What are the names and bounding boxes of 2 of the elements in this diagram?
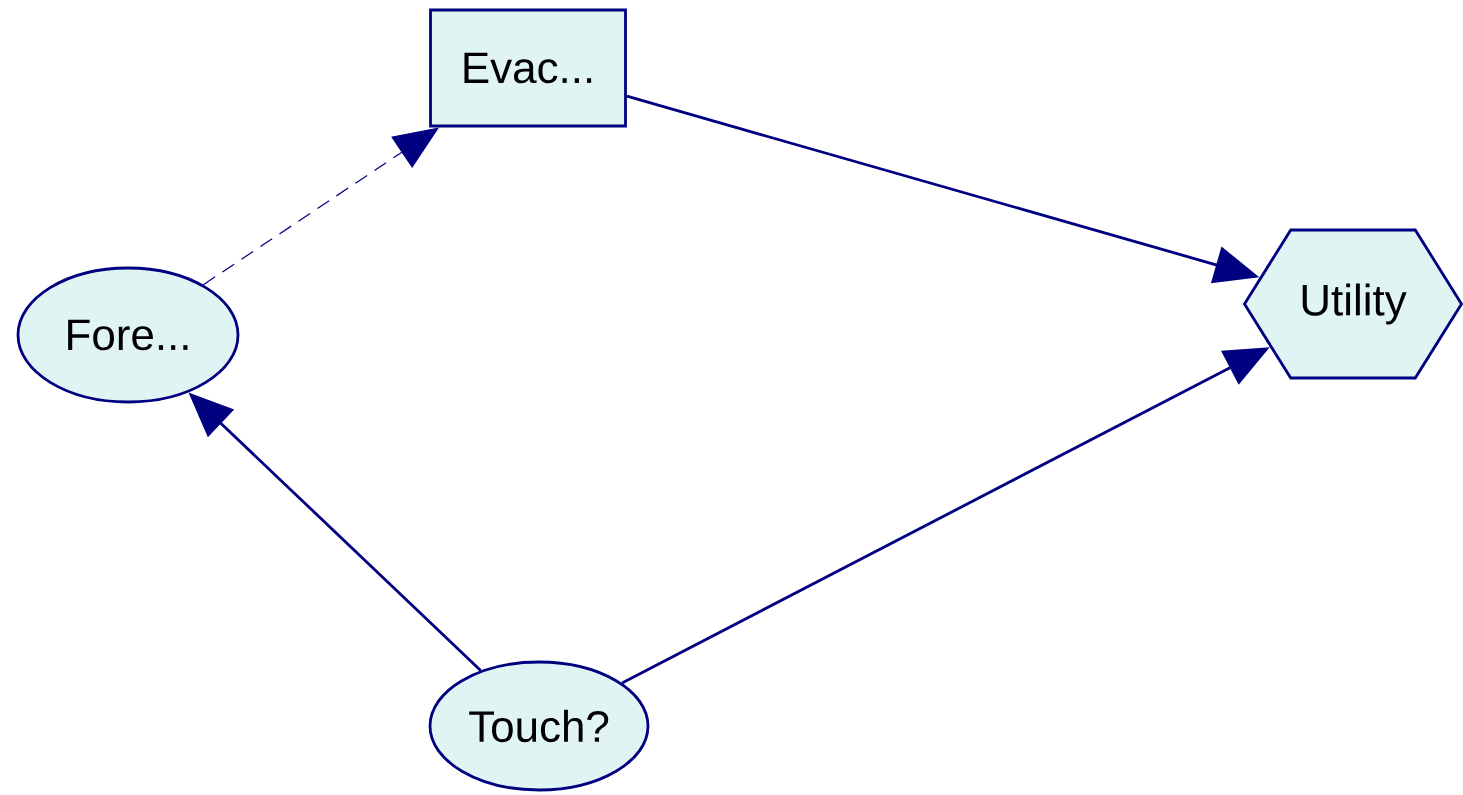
utility-hexagon: Utility xyxy=(1242,228,1463,380)
process-box: Evac... xyxy=(429,8,627,128)
